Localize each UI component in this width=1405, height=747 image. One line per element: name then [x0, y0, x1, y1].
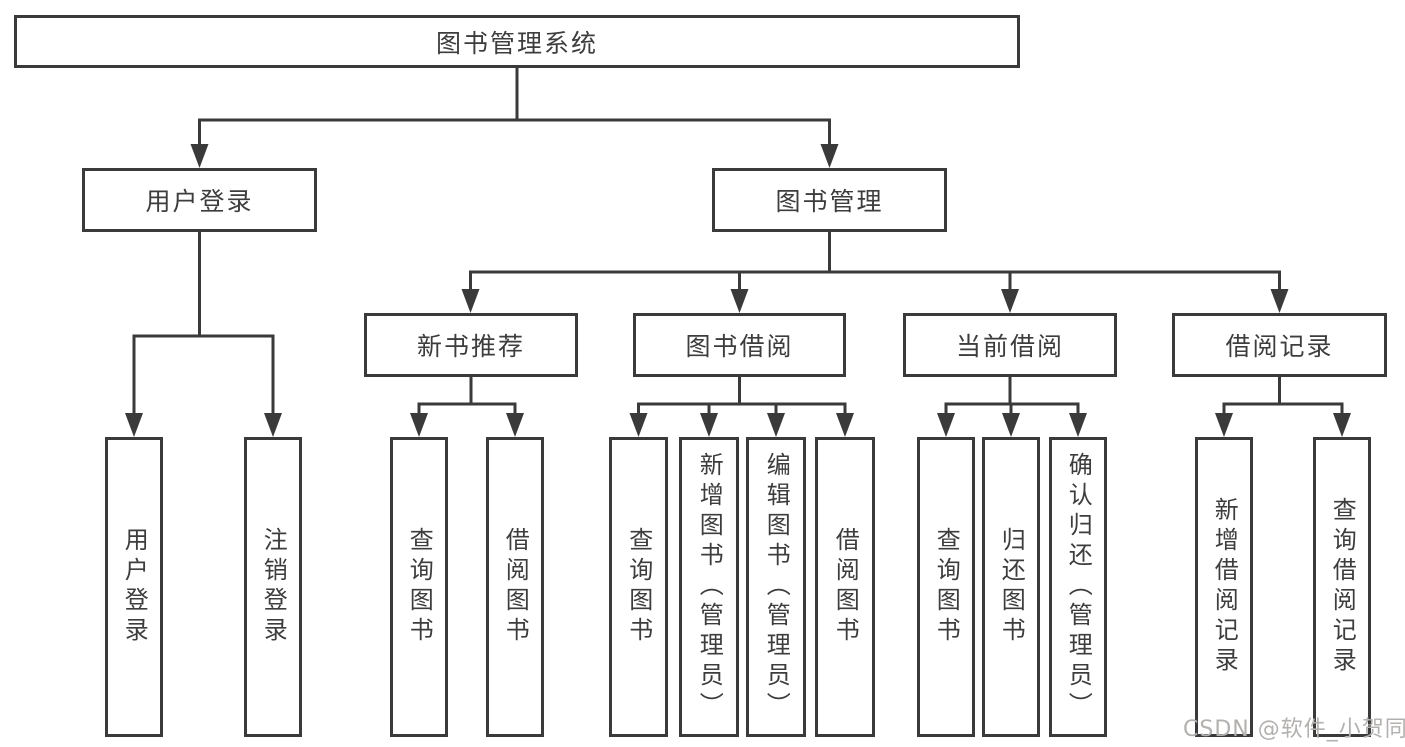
connector-book-management [469, 232, 1281, 292]
leaf-label: 查询借阅记录 [1328, 497, 1357, 677]
connector-new-book-recommend [417, 377, 517, 416]
leaf-label: 借阅图书 [501, 527, 530, 647]
leaf-label: 新增图书（管理员） [695, 452, 724, 722]
node-current-borrowing: 当前借阅 [903, 313, 1117, 377]
node-label: 图书借阅 [685, 332, 794, 361]
watermark: CSDN @软件_小贺同学 [1183, 717, 1405, 742]
node-book-management: 图书管理 [712, 168, 947, 232]
node-new-book-recommend: 新书推荐 [364, 313, 578, 377]
leaf-query-books-borrowing: 查询图书 [609, 437, 668, 737]
connector-user-login [132, 232, 275, 416]
leaf-confirm-return-admin: 确认归还（管理员） [1049, 437, 1107, 737]
leaf-label: 编辑图书（管理员） [762, 452, 791, 722]
leaf-label: 注销登录 [259, 527, 288, 647]
leaf-label: 归还图书 [997, 527, 1026, 647]
node-book-borrowing: 图书借阅 [633, 313, 846, 377]
leaf-label: 查询图书 [624, 527, 653, 647]
leaf-borrow-books-borrowing: 借阅图书 [815, 437, 875, 737]
leaf-user-login: 用户登录 [105, 437, 163, 737]
leaf-label: 借阅图书 [831, 527, 860, 647]
node-root: 图书管理系统 [14, 15, 1020, 68]
node-borrowing-records: 借阅记录 [1172, 313, 1387, 377]
node-label: 当前借阅 [955, 332, 1064, 361]
leaf-query-books-current: 查询图书 [917, 437, 975, 737]
connector-borrowing-records [1222, 377, 1344, 416]
node-label: 图书管理系统 [435, 28, 598, 58]
node-label: 借阅记录 [1225, 332, 1334, 361]
node-user-login: 用户登录 [82, 168, 317, 232]
leaf-query-borrow-record: 查询借阅记录 [1313, 437, 1371, 737]
leaf-logout-login: 注销登录 [244, 437, 302, 737]
leaf-query-books-recommend: 查询图书 [390, 437, 448, 737]
connector-current-borrowing [944, 377, 1080, 416]
arrowheads [125, 144, 1351, 437]
leaf-edit-books-admin: 编辑图书（管理员） [746, 437, 806, 737]
node-label: 用户登录 [145, 187, 254, 216]
leaf-label: 查询图书 [932, 527, 961, 647]
leaf-label: 新增借阅记录 [1210, 497, 1239, 677]
connector-root [198, 68, 831, 147]
node-label: 图书管理 [775, 187, 884, 216]
connector-book-borrowing [637, 377, 847, 416]
leaf-label: 查询图书 [405, 527, 434, 647]
leaf-add-books-admin: 新增图书（管理员） [679, 437, 739, 737]
leaf-label: 用户登录 [120, 527, 149, 647]
leaf-label: 确认归还（管理员） [1064, 452, 1093, 722]
leaf-borrow-books-recommend: 借阅图书 [486, 437, 544, 737]
leaf-add-borrow-record: 新增借阅记录 [1195, 437, 1253, 737]
leaf-return-books: 归还图书 [982, 437, 1040, 737]
node-label: 新书推荐 [416, 332, 525, 361]
